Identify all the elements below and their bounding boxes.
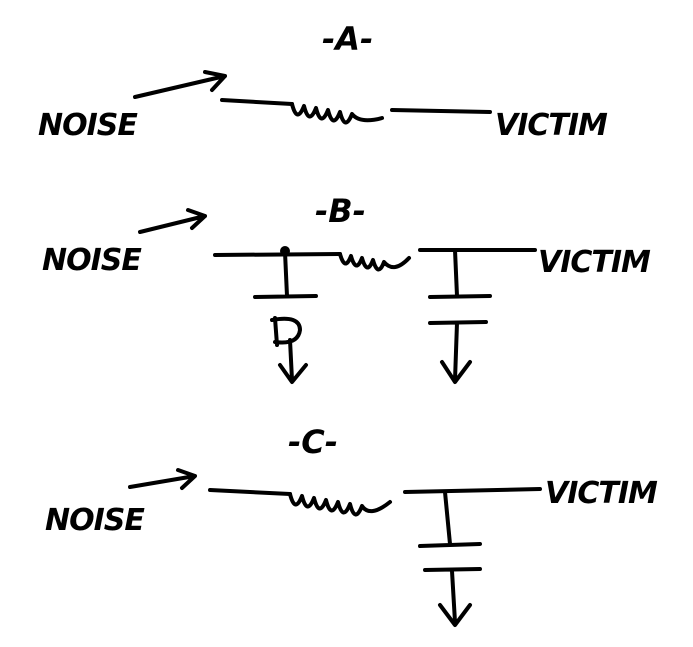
wire [208,488,292,496]
capacitor-ground [418,490,482,627]
wire [403,487,542,494]
ground-icon [270,316,308,384]
inductor-icon [288,492,392,517]
capacitor-right [428,248,492,384]
noise-label: NOISE [42,243,142,278]
capacitor-left [253,250,318,299]
victim-label: VICTIM [545,476,658,511]
diagram-a-label: -A- [322,20,373,58]
wire [390,108,492,114]
wire [220,98,294,106]
inductor-icon [290,102,384,125]
wire [213,252,342,257]
inductor-icon [338,252,411,272]
diagram-b: -B- NOISE VICTIM [42,192,652,384]
diagram-c: -C- NOISE VICTIM [45,423,659,627]
diagram-c-label: -C- [288,423,338,461]
victim-label: VICTIM [495,108,608,143]
victim-label: VICTIM [538,245,651,280]
diagram-b-label: -B- [315,192,366,230]
arrow-icon [128,468,197,490]
arrow-icon [138,208,207,234]
noise-label: NOISE [45,503,145,538]
noise-label: NOISE [38,108,138,143]
arrow-icon [133,70,227,99]
diagram-a: -A- NOISE VICTIM [38,20,609,143]
